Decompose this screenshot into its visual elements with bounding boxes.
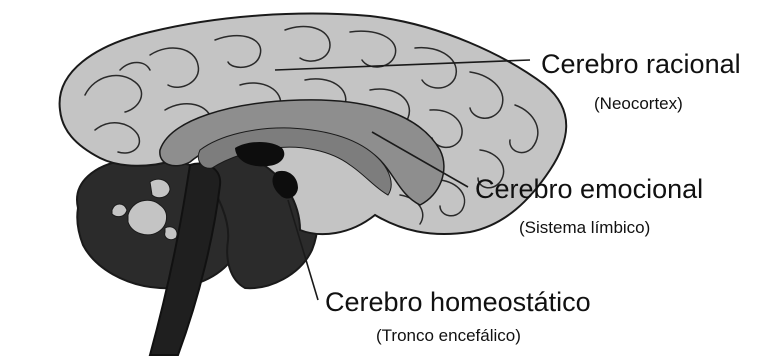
emotional-brain-label: Cerebro emocional	[475, 176, 703, 203]
homeostatic-brain-label: Cerebro homeostático	[325, 289, 591, 316]
rational-brain-label: Cerebro racional	[541, 51, 741, 78]
rational-brain-sublabel: (Neocortex)	[594, 95, 683, 112]
homeostatic-brain-sublabel: (Tronco encefálico)	[376, 327, 521, 344]
emotional-brain-sublabel: (Sistema límbico)	[519, 219, 650, 236]
